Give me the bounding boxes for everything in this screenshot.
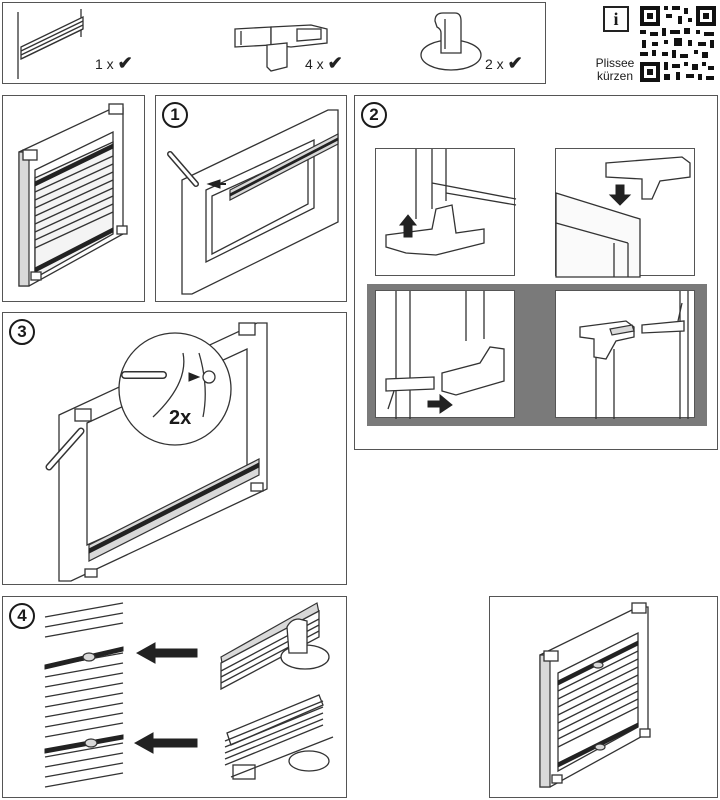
info-icon: i [603,6,629,32]
qr-code-icon[interactable] [638,4,718,84]
overview-panel-top [2,95,145,302]
check-icon: ✔ [327,53,343,73]
part-2-quantity: 4 x ✔ [305,53,343,73]
step-number-1: 1 [162,102,188,128]
check-icon: ✔ [507,53,523,73]
bracket-insert-up-illustration [385,149,517,256]
step-3-window-illustration [45,322,268,582]
step-1-panel: 1 [155,95,347,302]
final-result-panel [489,596,718,798]
step-2b-frame [555,148,695,278]
installed-blind-illustration [18,103,128,287]
step-2-panel: 2 [354,95,718,450]
clip-attached-illustration [579,291,689,419]
bracket-insert-down-illustration [555,156,691,278]
step-number-3: 3 [9,319,35,345]
step-3-count-label: 2x [169,407,192,429]
step-2d-frame [555,290,695,419]
tension-clip-icon [420,12,482,71]
check-icon: ✔ [117,53,133,73]
final-blind-illustration [539,602,651,788]
step-3-panel: 3 2x [2,312,347,585]
clip-slide-in-illustration [385,291,505,419]
part-1-quantity: 1 x ✔ [95,53,133,73]
clamp-bracket-icon [234,24,328,72]
step-2c-frame [375,290,515,419]
parts-list-panel: 1 x ✔ 4 x ✔ 2 x ✔ [2,2,546,84]
step-1-illustration [167,109,339,295]
step-4-illustration [44,602,334,788]
step-2a-frame [375,148,517,276]
plisse-blind-icon [17,9,84,79]
part-3-quantity: 2 x ✔ [485,53,523,73]
step-4-panel: 4 [2,596,347,798]
step-number-2: 2 [361,102,387,128]
step-number-4: 4 [9,603,35,629]
